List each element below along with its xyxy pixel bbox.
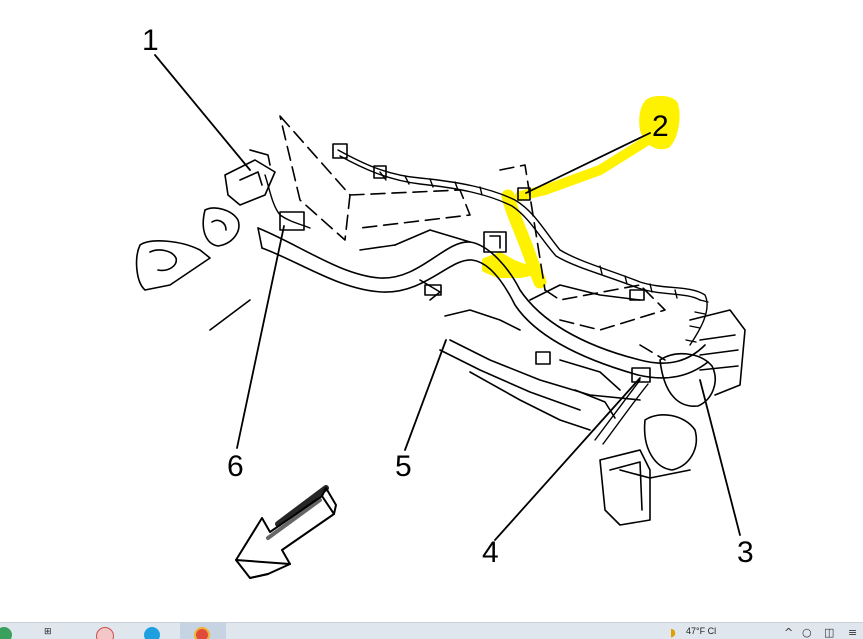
callout-labels: 1 2 3 4 5 6: [142, 24, 754, 569]
app-icon: [96, 627, 114, 639]
connectors: [279, 143, 651, 383]
leader-line-1: [154, 54, 251, 171]
right-mount-bracket: [599, 309, 746, 526]
wiring-harness: [264, 149, 709, 445]
volume-icon[interactable]: ◫: [824, 626, 835, 639]
notification-icon[interactable]: ≡: [848, 626, 858, 639]
callout-4: 4: [482, 536, 499, 569]
leader-line-3: [699, 379, 741, 536]
task-view-icon: ⊞: [44, 626, 52, 636]
callout-6: 6: [227, 450, 244, 483]
start-button[interactable]: [0, 623, 26, 639]
left-mount-bracket: [135, 149, 276, 331]
network-icon[interactable]: ○: [802, 626, 812, 639]
callout-3: 3: [737, 536, 754, 569]
chrome-icon: [194, 627, 210, 639]
callout-2: 2: [652, 110, 669, 143]
leader-line-6: [236, 225, 285, 449]
chrome-button[interactable]: [180, 623, 226, 639]
weather-text: 47°F Cl: [686, 626, 717, 636]
front-direction-arrow-icon: [235, 485, 337, 579]
callout-5: 5: [395, 450, 412, 483]
callout-1: 1: [142, 24, 159, 57]
rear-crossmember: [257, 227, 709, 431]
skype-button[interactable]: [130, 623, 176, 639]
chevron-up-icon[interactable]: ^: [784, 626, 794, 639]
windows-taskbar: ⊞ ◗ 47°F Cl ^ ○ ◫ ≡: [0, 622, 863, 639]
yellow-highlight: [482, 95, 680, 289]
start-icon: [0, 627, 12, 639]
callout-leader-lines: [154, 54, 741, 541]
dashed-outline: [279, 115, 666, 361]
leader-line-4: [494, 377, 641, 541]
leader-line-5: [404, 339, 447, 451]
skype-icon: [144, 627, 160, 639]
task-view-button[interactable]: ⊞: [30, 623, 76, 639]
wiring-harness-diagram: 1 2 3 4 5 6: [135, 24, 754, 579]
leader-line-2: [525, 132, 651, 194]
app-button[interactable]: [80, 623, 126, 639]
weather-icon: ◗: [670, 626, 676, 639]
